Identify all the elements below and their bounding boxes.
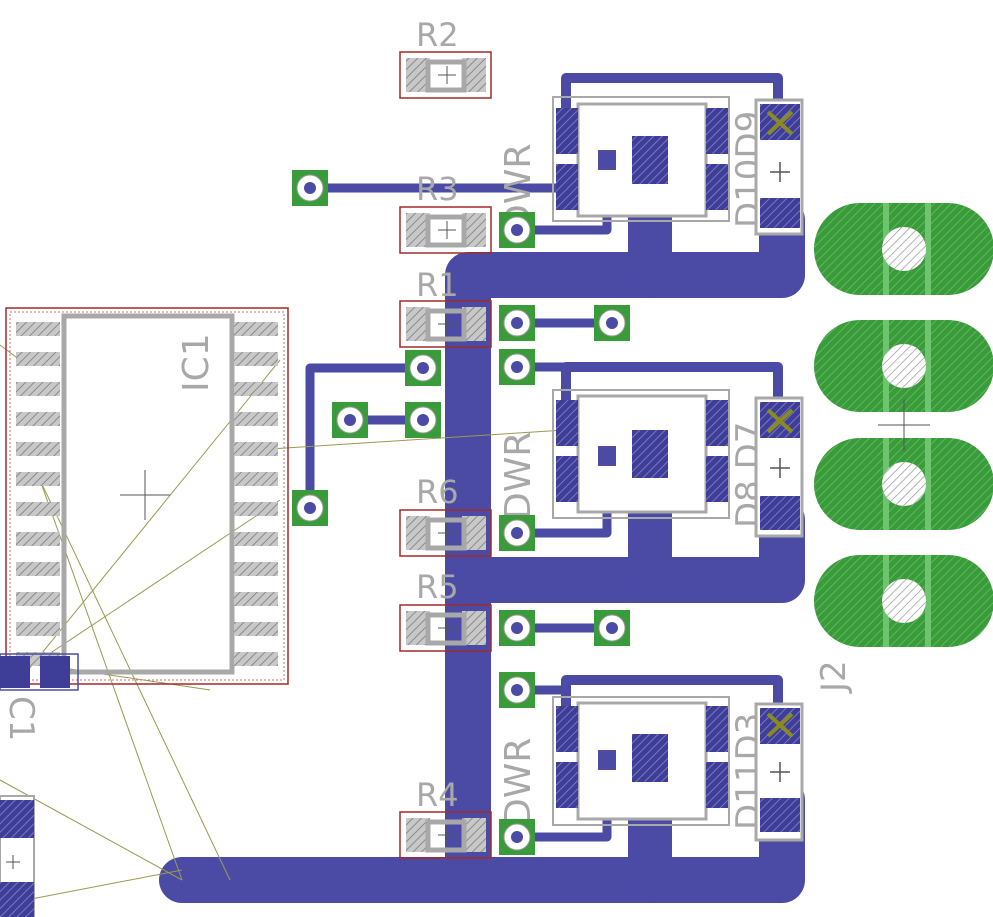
j2-pad-3: [814, 438, 993, 530]
x-mark-icon: [766, 712, 794, 738]
partial-component-left[interactable]: [0, 795, 35, 917]
j2-label: J2: [814, 660, 854, 694]
trace-middle-bus: [445, 497, 805, 603]
resistor-r3[interactable]: R3: [399, 170, 492, 254]
crosshair-icon: [438, 826, 456, 844]
r5-label: R5: [416, 568, 459, 606]
via: [499, 515, 535, 551]
connector-j2[interactable]: J2: [814, 203, 993, 694]
crosshair-icon: [438, 619, 456, 637]
x-mark-icon: [766, 110, 794, 136]
crosshair-icon: [438, 66, 456, 84]
r1-label: R1: [416, 266, 459, 304]
via: [292, 490, 328, 526]
plus-icon: [6, 855, 20, 869]
via: [405, 402, 441, 438]
c1-label: C1: [1, 696, 41, 741]
via: [499, 349, 535, 385]
crosshair-icon: [120, 470, 170, 520]
trace-left-loop: [305, 363, 428, 513]
r4-label: R4: [416, 776, 459, 814]
x-mark-icon: [766, 408, 794, 434]
package-middle[interactable]: DWR D8 D7: [498, 389, 769, 528]
crosshair-icon: [438, 315, 456, 333]
via: [292, 170, 328, 206]
j2-pad-2: [814, 320, 993, 412]
via: [499, 212, 535, 248]
via: [594, 610, 630, 646]
crosshair-icon: [438, 524, 456, 542]
crosshair-icon: [878, 399, 930, 451]
resistor-r6[interactable]: R6: [399, 473, 492, 557]
package-top[interactable]: DWR D10D9: [498, 96, 769, 232]
ic1-left-pads: [16, 322, 60, 666]
resistor-r2[interactable]: R2: [399, 16, 492, 99]
ic1-right-pads: [234, 322, 278, 666]
dwr-label-bot: DWR: [498, 738, 539, 826]
crosshair-icon: [438, 221, 456, 239]
c1-component[interactable]: C1: [0, 653, 79, 741]
plus-icon: [770, 458, 790, 478]
ic1-label: IC1: [176, 333, 217, 392]
trace-mid-loop: [561, 362, 783, 425]
resistor-r4[interactable]: R4: [399, 776, 492, 859]
resistor-r5[interactable]: R5: [399, 568, 492, 652]
via: [499, 672, 535, 708]
via: [499, 610, 535, 646]
package-bottom[interactable]: DWR D11D3: [498, 696, 769, 830]
r3-label: R3: [416, 170, 459, 208]
via: [332, 402, 368, 438]
plus-icon: [770, 162, 790, 182]
plus-icon: [770, 762, 790, 782]
r2-label: R2: [416, 16, 459, 54]
led-top[interactable]: [754, 98, 804, 236]
via: [499, 305, 535, 341]
led-middle[interactable]: [754, 396, 804, 538]
j2-pad-1: [814, 203, 993, 295]
dwr-label-mid: DWR: [498, 432, 539, 520]
r6-label: R6: [416, 473, 459, 511]
via: [499, 819, 535, 855]
j2-pad-4: [814, 555, 993, 647]
ic1-component[interactable]: IC1: [5, 307, 289, 685]
vias: [292, 170, 630, 855]
led-bottom[interactable]: [754, 702, 804, 842]
via: [405, 350, 441, 386]
resistor-r1[interactable]: R1: [399, 266, 492, 348]
via: [594, 305, 630, 341]
